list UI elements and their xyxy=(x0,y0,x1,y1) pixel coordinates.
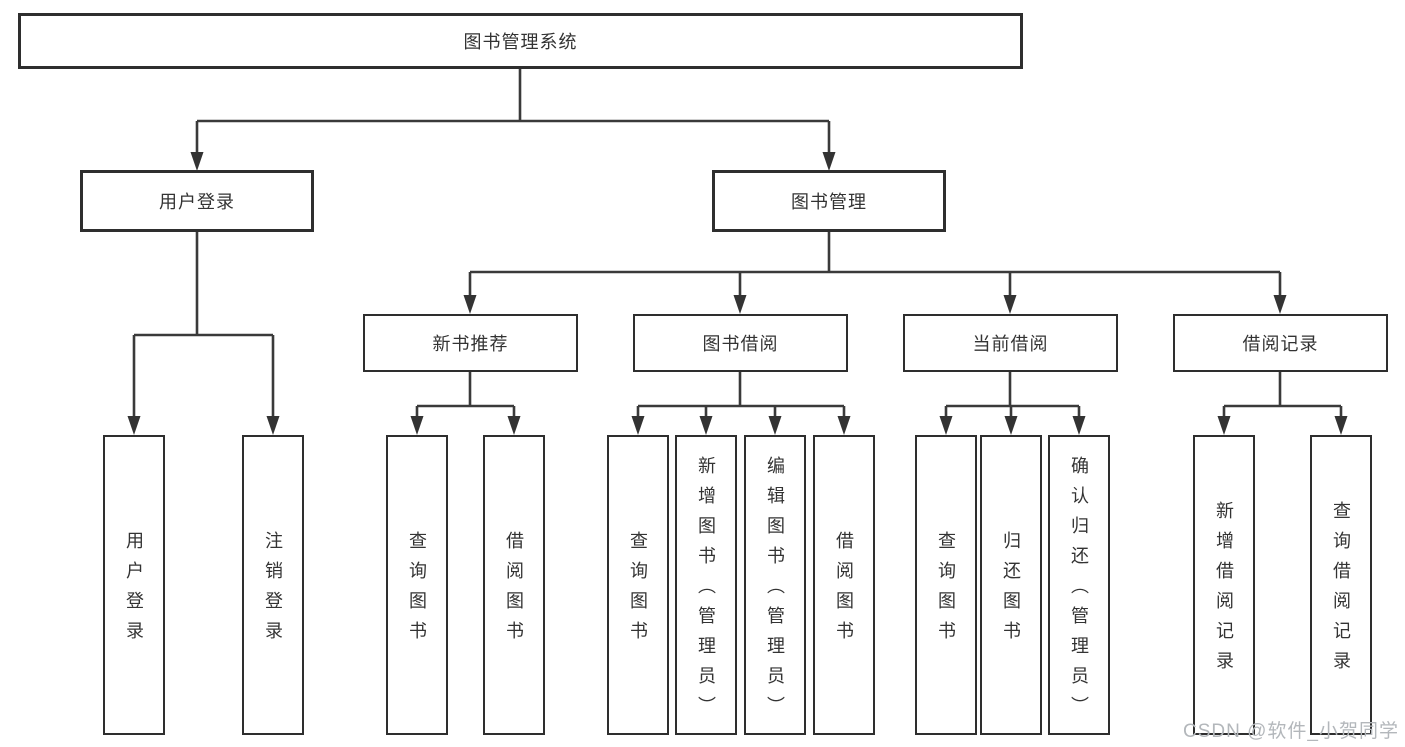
arrow-down-icon xyxy=(1072,416,1086,435)
arrow-down-icon xyxy=(1273,295,1287,314)
arrow-down-icon xyxy=(837,416,851,435)
node-new-book-recommend: 新书推荐 xyxy=(363,314,578,372)
arrow-down-icon xyxy=(631,416,645,435)
arrow-down-icon xyxy=(733,295,747,314)
arrow-down-icon xyxy=(507,416,521,435)
arrow-down-icon xyxy=(1334,416,1348,435)
node-label: 当前借阅 xyxy=(972,334,1049,354)
leaf-label: 新增借阅记录 xyxy=(1214,501,1234,681)
node-label: 新书推荐 xyxy=(432,334,509,354)
connector-currentborrow-to-leaves xyxy=(944,372,1081,419)
node-current-borrow: 当前借阅 xyxy=(903,314,1118,372)
leaf-label: 查询借阅记录 xyxy=(1331,501,1351,681)
arrow-down-icon xyxy=(190,152,204,171)
leaf-edit-book-admin: 编辑图书（管理员） xyxy=(744,435,806,735)
leaf-return-books: 归还图书 xyxy=(980,435,1042,735)
leaf-borrow-books: 借阅图书 xyxy=(813,435,875,735)
arrow-down-icon xyxy=(699,416,713,435)
leaf-label: 借阅图书 xyxy=(504,531,524,651)
connector-bookmgmt-to-level3 xyxy=(468,232,1282,298)
leaf-label: 归还图书 xyxy=(1001,531,1021,651)
csdn-watermark: CSDN @软件_小贺同学 xyxy=(1183,721,1399,742)
leaf-label: 新增图书（管理员） xyxy=(696,456,716,726)
leaf-label: 确认归还（管理员） xyxy=(1069,456,1089,726)
leaf-label: 查询图书 xyxy=(936,531,956,651)
arrow-down-icon xyxy=(410,416,424,435)
leaf-query-books-current: 查询图书 xyxy=(915,435,977,735)
node-borrow-records: 借阅记录 xyxy=(1173,314,1388,372)
arrow-down-icon xyxy=(768,416,782,435)
leaf-query-books-recommend: 查询图书 xyxy=(386,435,448,735)
leaf-label: 借阅图书 xyxy=(834,531,854,651)
node-label: 借阅记录 xyxy=(1242,334,1319,354)
arrow-down-icon xyxy=(822,152,836,171)
arrow-down-icon xyxy=(127,416,141,435)
leaf-add-book-admin: 新增图书（管理员） xyxy=(675,435,737,735)
connector-newbook-to-leaves xyxy=(415,372,516,419)
leaf-label: 编辑图书（管理员） xyxy=(765,456,785,726)
arrow-down-icon xyxy=(463,295,477,314)
connector-userlogin-to-leaves xyxy=(132,232,275,419)
arrow-down-icon xyxy=(1217,416,1231,435)
leaf-label: 用户登录 xyxy=(124,531,144,651)
node-root: 图书管理系统 xyxy=(18,13,1023,69)
connector-bookborrow-to-leaves xyxy=(636,372,846,419)
leaf-logout: 注销登录 xyxy=(242,435,304,735)
node-label: 图书管理 xyxy=(791,192,867,212)
leaf-query-borrow-record: 查询借阅记录 xyxy=(1310,435,1372,735)
leaf-borrow-books-recommend: 借阅图书 xyxy=(483,435,545,735)
arrow-down-icon xyxy=(939,416,953,435)
leaf-user-login: 用户登录 xyxy=(103,435,165,735)
leaf-label: 注销登录 xyxy=(263,531,283,651)
connector-root-to-level2 xyxy=(195,69,831,154)
leaf-query-books-borrow: 查询图书 xyxy=(607,435,669,735)
leaf-label: 查询图书 xyxy=(628,531,648,651)
node-label: 用户登录 xyxy=(159,192,235,212)
node-user-login-branch: 用户登录 xyxy=(80,170,314,232)
node-root-label: 图书管理系统 xyxy=(463,32,578,52)
arrow-down-icon xyxy=(1003,295,1017,314)
node-book-borrow: 图书借阅 xyxy=(633,314,848,372)
leaf-confirm-return-admin: 确认归还（管理员） xyxy=(1048,435,1110,735)
arrow-down-icon xyxy=(266,416,280,435)
leaf-label: 查询图书 xyxy=(407,531,427,651)
node-book-management-branch: 图书管理 xyxy=(712,170,946,232)
leaf-add-borrow-record: 新增借阅记录 xyxy=(1193,435,1255,735)
arrow-down-icon xyxy=(1004,416,1018,435)
connector-records-to-leaves xyxy=(1222,372,1343,419)
node-label: 图书借阅 xyxy=(702,334,779,354)
